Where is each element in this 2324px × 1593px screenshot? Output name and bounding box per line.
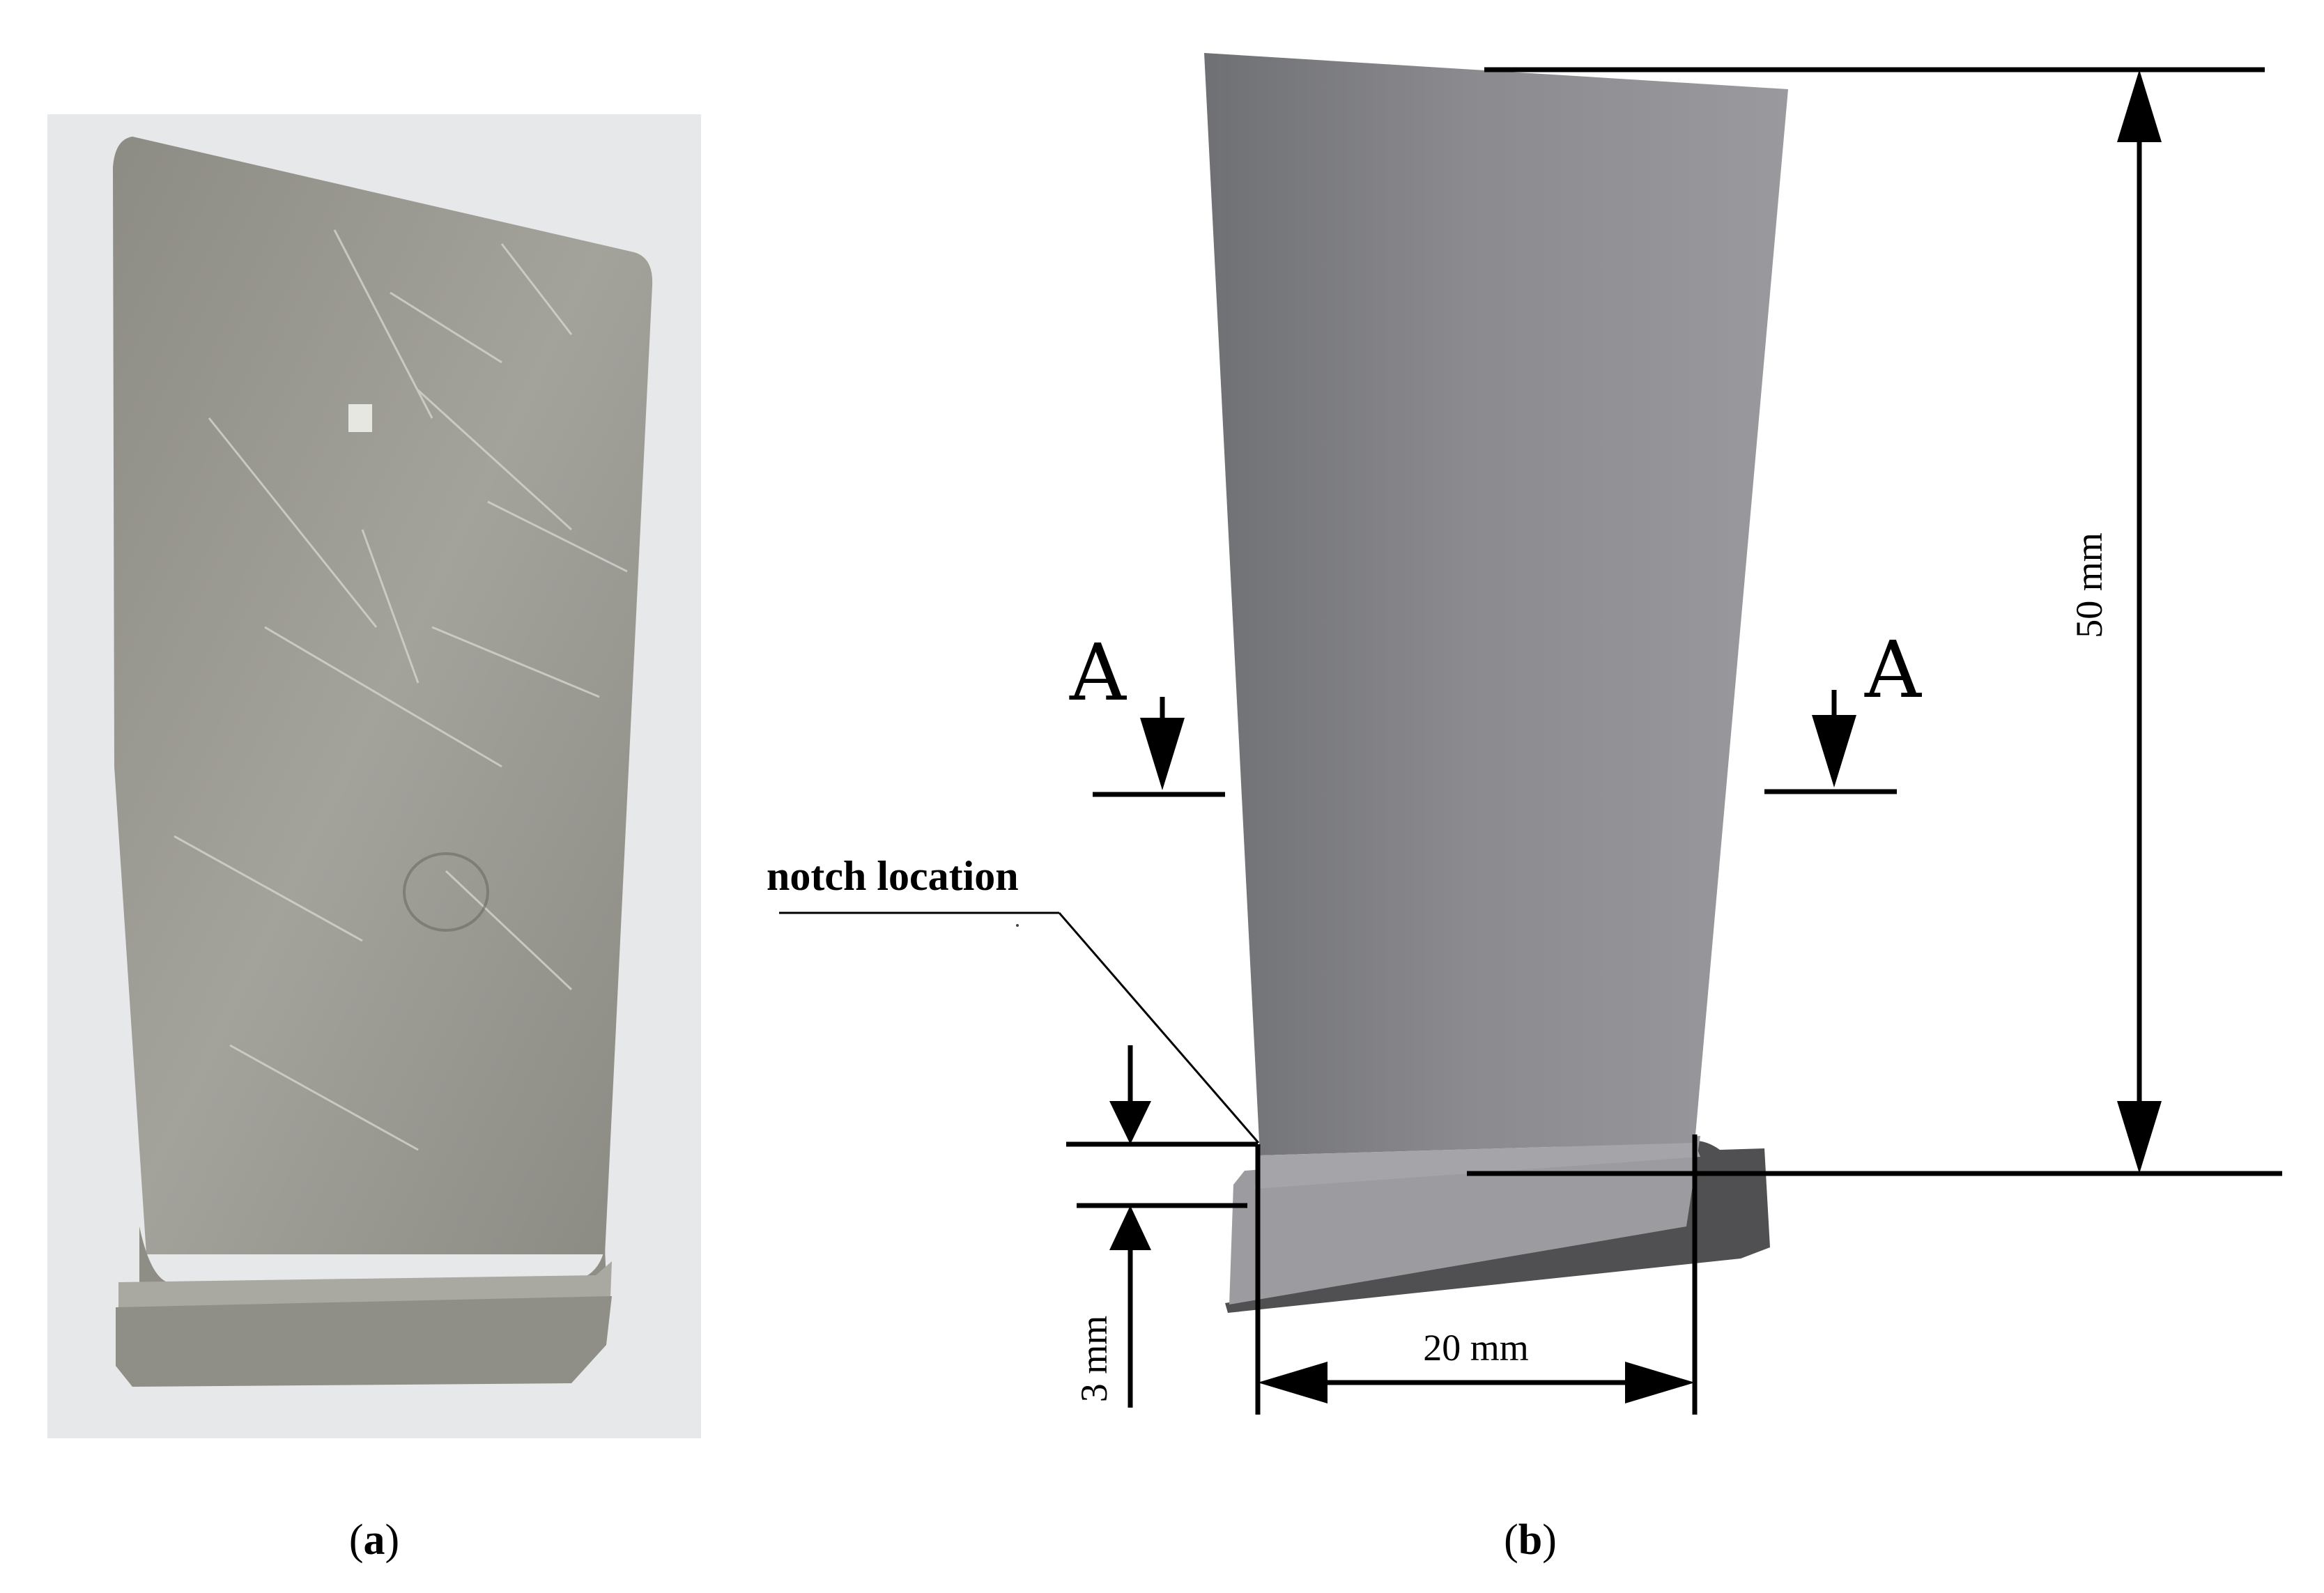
arrowhead-20mm-left [1258, 1362, 1328, 1403]
notch-leader [779, 911, 1260, 1144]
dim-label-3mm: 3 mm [1073, 1316, 1115, 1403]
notch-leader-diagonal [1058, 912, 1260, 1144]
photo-highlight [348, 404, 372, 432]
arrowheads [1109, 70, 2162, 1403]
dimension-lines [1066, 67, 2282, 1415]
photo-platform [116, 1296, 612, 1387]
section-label-right: A [1864, 625, 1922, 716]
platform-dark-face [1225, 1140, 1770, 1313]
arrowhead-50mm-bottom [2117, 1101, 2162, 1173]
blade-airfoil [1204, 53, 1788, 1155]
photo-stain [403, 852, 489, 932]
dim-label-20mm: 20 mm [1423, 1327, 1529, 1369]
blade-fillet [1254, 1143, 1700, 1189]
arrowhead-20mm-right [1625, 1362, 1695, 1403]
arrowhead-50mm-top [2117, 70, 2162, 142]
section-label-left: A [1069, 628, 1127, 718]
arrowhead-3mm-top [1109, 1101, 1151, 1144]
arrowhead-3mm-bottom [1109, 1206, 1151, 1250]
caption-b: (b) [1504, 1516, 1557, 1564]
section-arrowhead-right [1812, 715, 1856, 787]
panel-b-drawing [1204, 53, 1788, 1313]
photo-scratches [174, 229, 628, 1151]
section-arrowhead-left [1140, 718, 1185, 790]
stray-dot [1016, 924, 1019, 927]
photo-platform-top [118, 1261, 612, 1310]
notch-location-label: notch location [767, 853, 1019, 899]
dim-label-50mm: 50 mm [2068, 532, 2110, 638]
caption-a: (a) [349, 1516, 399, 1564]
panel-a-photo [47, 114, 701, 1438]
